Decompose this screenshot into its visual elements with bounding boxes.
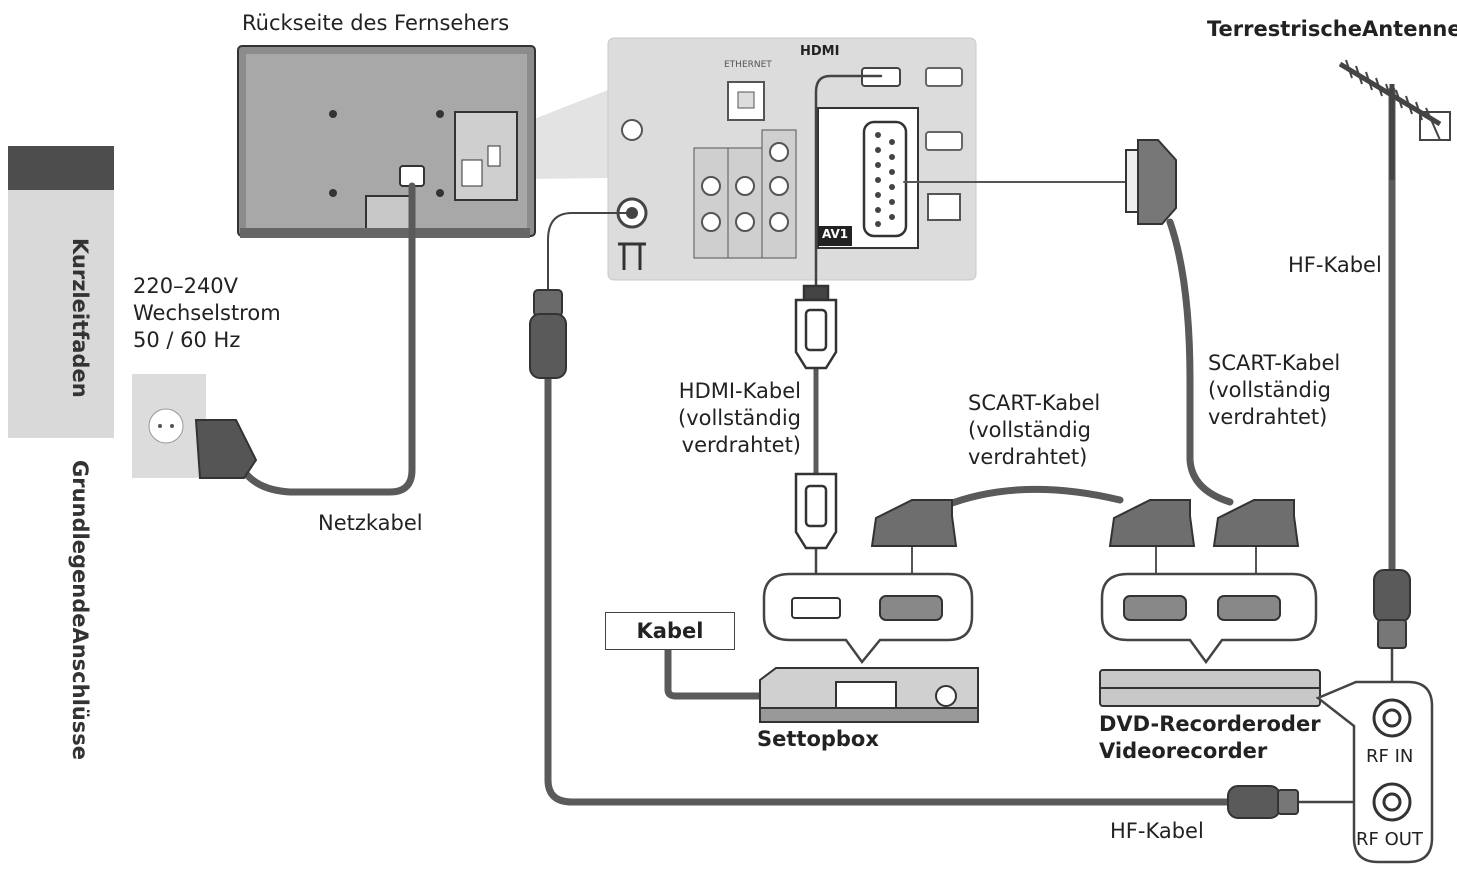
settopbox-label: Settopbox <box>757 727 879 751</box>
scart-right-line1: SCART-Kabel <box>1208 351 1341 375</box>
hdmi-plug-icon <box>794 284 838 550</box>
sidebar-tab-background <box>8 190 114 438</box>
antenna-icon <box>1338 59 1451 180</box>
dvd-port-callout <box>1100 572 1318 665</box>
rf-port-callout <box>1315 680 1434 864</box>
hf-cable-bottom-label: HF-Kabel <box>1110 819 1204 843</box>
scart-av1-port-icon <box>862 120 908 238</box>
tv-back-label: Rückseite des Fernsehers <box>242 11 510 35</box>
power-spec-line2: Wechselstrom <box>133 300 281 325</box>
scart-mid-label: SCART-Kabel (vollständig verdrahtet) <box>968 390 1100 471</box>
scart-plug-icon <box>1125 139 1177 225</box>
settopbox-icon <box>759 667 979 723</box>
hdmi-cable-label: HDMI-Kabel (vollständig verdrahtet) <box>678 378 801 459</box>
power-cable-label: Netzkabel <box>318 511 423 535</box>
settopbox-port-callout <box>762 572 974 665</box>
rf-in-label: RF IN <box>1366 746 1414 767</box>
sidebar-section-tab: Kurzleitfaden <box>68 238 92 398</box>
power-spec-label: 220–240V Wechselstrom 50 / 60 Hz <box>133 273 281 354</box>
dvd-recorder-icon <box>1099 669 1321 707</box>
scart-right-label: SCART-Kabel (vollständig verdrahtet) <box>1208 350 1340 431</box>
dvd-recorder-label: DVD-Recorderoder Videorecorder <box>1099 711 1321 765</box>
hdmi-cable-line1: HDMI-Kabel <box>678 379 801 403</box>
tv-back-icon <box>237 45 536 238</box>
sidebar-tab-marker <box>8 146 114 190</box>
power-spec-line3: 50 / 60 Hz <box>133 327 241 352</box>
panel-ethernet-label: ETHERNET <box>724 60 772 70</box>
cable-source-box: Kabel <box>605 612 735 650</box>
scart-right-line3: verdrahtet) <box>1208 404 1328 429</box>
dvd-recorder-line1: DVD-Recorderoder <box>1099 712 1321 736</box>
panel-hdmi-label: HDMI <box>800 44 840 59</box>
scart-plug-icon <box>870 499 1300 547</box>
antenna-label: TerrestrischeAntenne <box>1207 17 1457 41</box>
hf-cable-top-label: HF-Kabel <box>1288 253 1382 277</box>
hdmi-cable-line2: (vollständig <box>678 405 801 430</box>
power-socket-icon <box>132 374 258 479</box>
hf-plug-icon <box>529 289 567 379</box>
hdmi-cable-line3: verdrahtet) <box>681 432 801 457</box>
scart-mid-line2: (vollständig <box>968 417 1091 442</box>
scart-mid-line3: verdrahtet) <box>968 444 1088 469</box>
tv-connector-panel <box>607 37 977 281</box>
hf-plug-icon <box>1227 785 1299 819</box>
scart-right-line2: (vollständig <box>1208 377 1331 402</box>
dvd-recorder-line2: Videorecorder <box>1099 738 1268 763</box>
sidebar-section-title: GrundlegendeAnschlüsse <box>68 460 92 760</box>
power-spec-line1: 220–240V <box>133 274 239 298</box>
scart-mid-line1: SCART-Kabel <box>968 391 1101 415</box>
panel-av1-label: AV1 <box>822 227 849 241</box>
hf-plug-icon <box>1373 569 1411 649</box>
rf-out-label: RF OUT <box>1356 829 1423 850</box>
